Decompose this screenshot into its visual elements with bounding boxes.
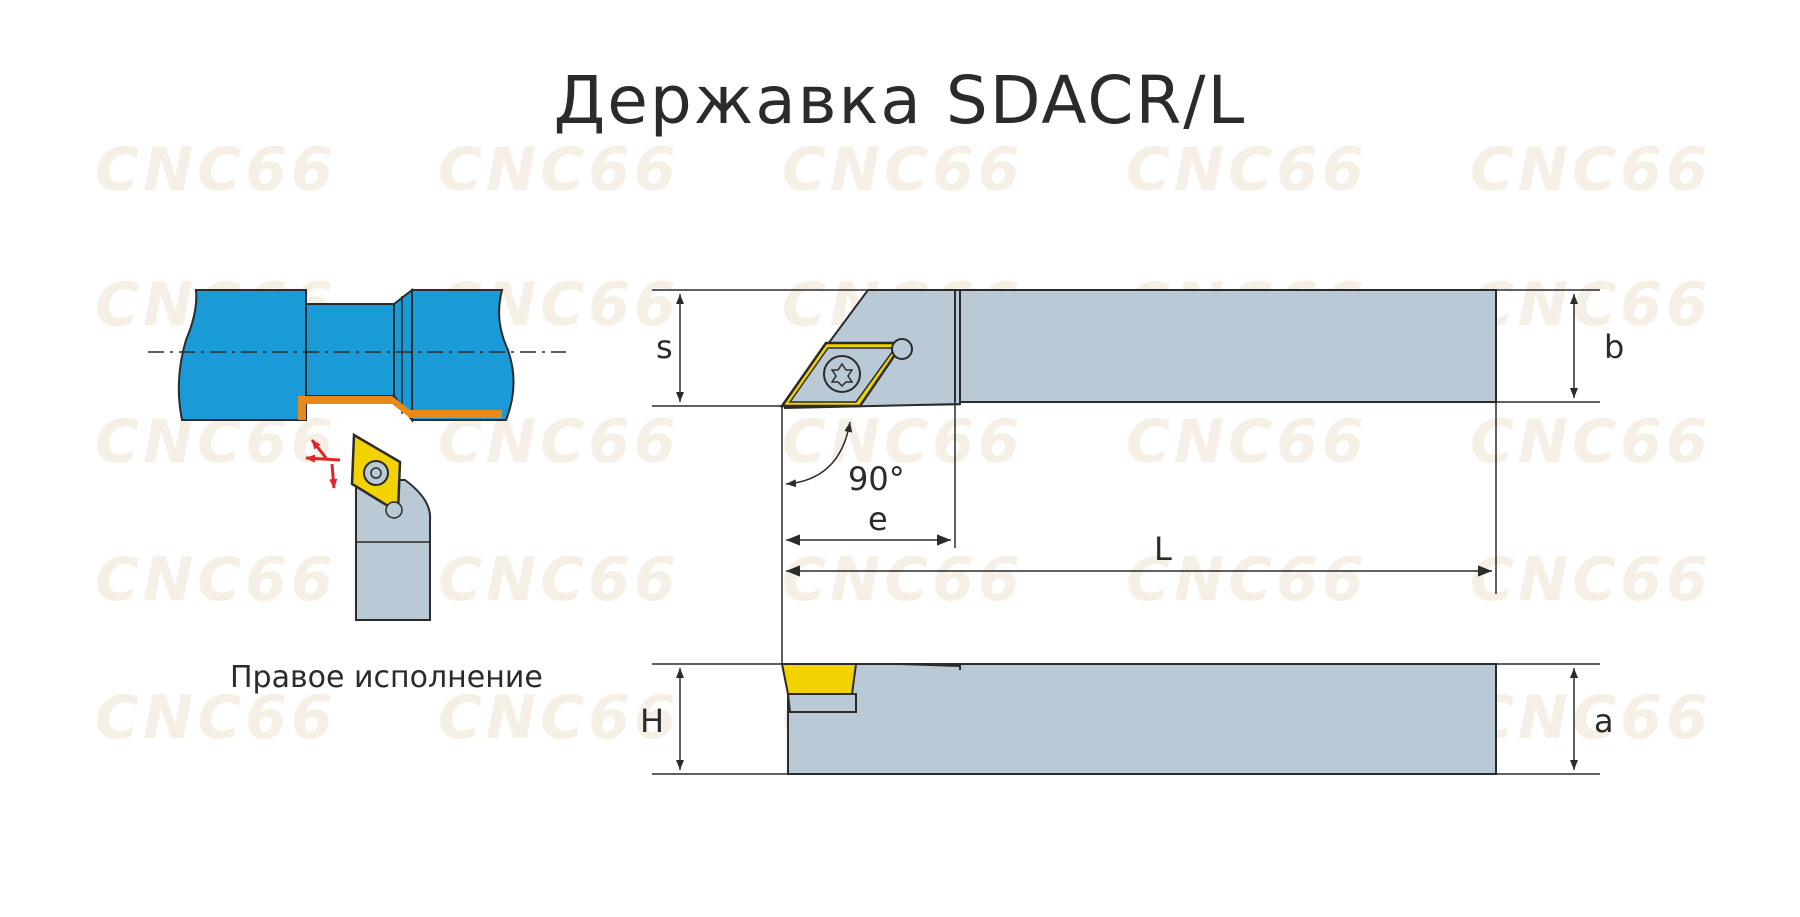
feed-arrow-up-icon <box>310 439 328 459</box>
holder-top-view <box>779 289 1497 409</box>
watermark-logo: CNC66 <box>1470 135 1712 205</box>
workpiece-left-block <box>177 289 307 421</box>
shim-side <box>786 693 857 713</box>
chip-edge <box>298 396 502 420</box>
clamp-pin <box>891 338 913 360</box>
dim-e-label: e <box>868 500 888 538</box>
dim-a-label: a <box>1594 702 1614 740</box>
watermark-logo: CNC66 <box>95 683 337 753</box>
watermark-logo: CNC66 <box>1470 683 1712 753</box>
small-holder-body <box>355 479 432 621</box>
right-hand-caption: Правое исполнение <box>230 660 543 695</box>
watermark-logo: CNC66 <box>438 545 680 615</box>
insert-side <box>780 663 858 695</box>
dim-b-label: b <box>1604 328 1624 366</box>
small-insert-screw-icon <box>363 460 389 486</box>
watermark-logo: CNC66 <box>1470 270 1712 340</box>
watermark-logo: CNC66 <box>1126 545 1368 615</box>
small-holder-pin <box>385 501 403 519</box>
holder-shank-side <box>787 663 1497 775</box>
page-title: Державка SDACR/L <box>553 62 1247 139</box>
dim-s-label: s <box>656 328 673 366</box>
dim-angle-label: 90° <box>848 460 905 498</box>
holder-side-view <box>780 663 1497 775</box>
dim-L-label: L <box>1154 530 1172 568</box>
torx-icon <box>830 362 854 388</box>
watermark-logo: CNC66 <box>782 135 1024 205</box>
feed-arrow-horizontal-icon <box>305 454 341 463</box>
dim-H-label: H <box>640 702 664 740</box>
insert-screw-icon <box>823 355 861 393</box>
dimension-lines-top <box>652 289 1600 664</box>
feed-arrow-down-icon <box>329 463 338 489</box>
watermark-logo: CNC66 <box>438 135 680 205</box>
workpiece-right-block <box>411 289 515 421</box>
watermark-logo: CNC66 <box>782 545 1024 615</box>
watermark-logo: CNC66 <box>95 545 337 615</box>
watermark-logo: CNC66 <box>1126 135 1368 205</box>
watermark-logo: CNC66 <box>1470 545 1712 615</box>
watermark-logo: CNC66 <box>1126 407 1368 477</box>
watermark-logo: CNC66 <box>1470 407 1712 477</box>
dimension-lines-side <box>652 663 1600 775</box>
workpiece-illustration <box>148 287 566 423</box>
watermark-logo: CNC66 <box>438 683 680 753</box>
workpiece-neck <box>305 303 395 397</box>
watermark-logo: CNC66 <box>95 135 337 205</box>
small-holder-illustration <box>305 432 432 621</box>
